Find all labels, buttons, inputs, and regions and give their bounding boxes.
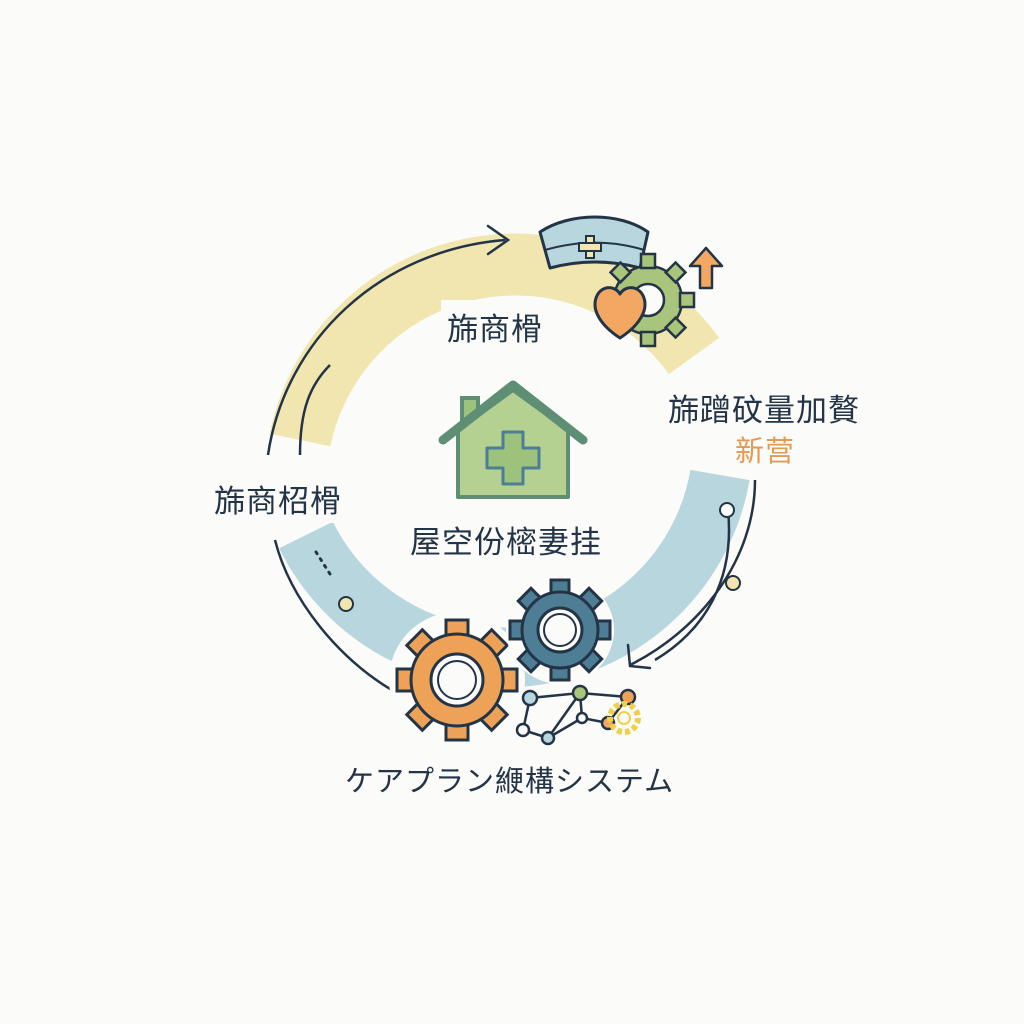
gear-icon (506, 576, 614, 684)
label-right-sub: 新营 (735, 434, 796, 468)
top-arrow-line (266, 238, 506, 456)
gear-icon (389, 612, 525, 748)
label-left: 旆商柖榾 (210, 474, 346, 523)
right-inner-line (654, 509, 731, 662)
network-icon (515, 684, 637, 746)
left-node (338, 596, 354, 612)
inner-yellow-line (298, 364, 331, 456)
top-arrow-head (486, 224, 511, 256)
small-gear-icon (607, 701, 641, 735)
label-top: 旆商榾 (441, 300, 549, 353)
heart-icon (593, 286, 647, 340)
label-right: 旆蹭砇量加贅 (662, 383, 866, 432)
right-node-mid (725, 575, 741, 591)
right-node-top (719, 502, 735, 518)
left-bottom-line (273, 539, 393, 692)
center-label: 屋空份樒妻挂 (410, 525, 602, 561)
nurse-cap-icon (538, 215, 650, 270)
right-arrow-head (626, 643, 652, 670)
label-bottom: ケアプラン緶構システム (345, 764, 675, 798)
home-cross-icon (438, 380, 588, 499)
arrow-up-icon (688, 246, 724, 290)
